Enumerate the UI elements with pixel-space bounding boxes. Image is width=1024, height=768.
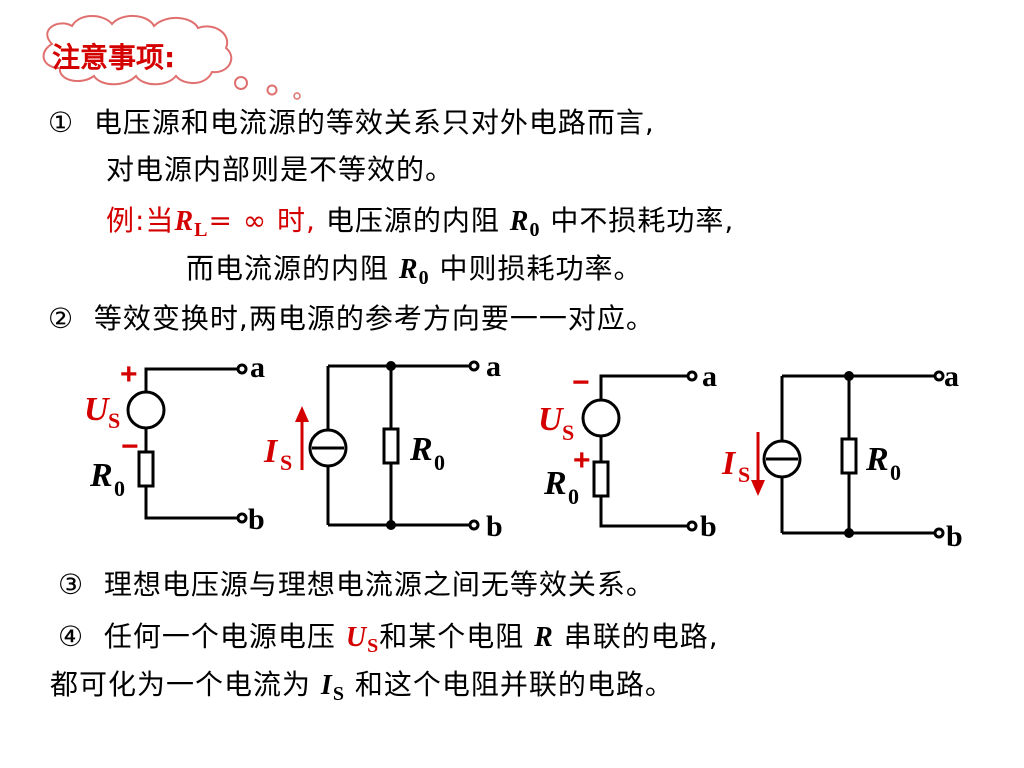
c1-us-sub: S [108,408,120,433]
arrow-up-icon [295,406,309,470]
point-2-text: 等效变换时,两电源的参考方向要一一对应。 [93,302,655,335]
c1-plus: + [120,358,138,391]
c4-is-sub: S [738,462,750,487]
point-4-text-3: 串联的电路, [563,620,719,653]
resistor-icon-3 [592,460,610,498]
us-variable: U [345,622,368,653]
point-2-number: ② [48,302,75,335]
resistor-icon-4 [840,437,858,475]
c3-plus: + [573,444,591,477]
us-subscript: S [367,635,380,657]
circuit-2-current-source [308,360,480,531]
point-1-number: ① [48,106,75,139]
c1-r0-sub: 0 [114,476,125,501]
arrow-down-icon [751,432,765,496]
r0-variable-2: R [398,254,419,285]
is-subscript: S [332,683,345,705]
c2-terminal-a: a [486,350,501,383]
r-variable: R [534,622,554,653]
c3-minus: − [572,366,590,399]
point-4-line-2-b: 和这个电阻并联的电路。 [354,668,674,701]
point-3: ③ 理想电压源与理想电流源之间无等效关系。 [58,568,655,602]
point-3-text: 理想电压源与理想电流源之间无等效关系。 [103,568,655,601]
c4-terminal-b: b [946,520,963,553]
c3-terminal-b: b [700,510,717,543]
c2-is-var: I [263,433,279,470]
c1-terminal-b: b [248,503,265,536]
voltage-source-icon-1 [126,390,166,430]
point-1-text: 电压源和电流源的等效关系只对外电路而言, [93,106,655,139]
point-1-line-1: ① 电压源和电流源的等效关系只对外电路而言, [48,106,655,140]
example-line-2: 而电流源的内阻 R0 中则损耗功率。 [186,252,643,295]
c4-r0-var: R [865,441,889,478]
c2-r0-var: R [409,431,433,468]
r0-variable: R [509,206,530,237]
c2-r0-sub: 0 [434,450,445,475]
circuit-3-voltage-source [581,370,698,532]
c4-r0-sub: 0 [890,460,901,485]
c3-r0-var: R [543,465,567,502]
example-prefix: 例:当 [106,204,175,237]
point-3-number: ③ [58,568,85,601]
is-variable: I [320,670,333,701]
point-1-line-2: 对电源内部则是不等效的。 [106,153,455,186]
c3-terminal-a: a [702,360,717,393]
point-4-line-2: 都可化为一个电流为 IS 和这个电阻并联的电路。 [50,668,674,711]
c1-minus: − [121,430,139,463]
c1-terminal-a: a [250,351,265,384]
resistor-icon-1 [137,450,155,488]
circuit-1-voltage-source [126,363,248,524]
c3-r0-sub: 0 [568,484,579,509]
r0-subscript-2: 0 [418,267,430,289]
r0-subscript: 0 [529,219,541,241]
example-condition: = ∞ 时, [208,204,316,237]
point-4-number: ④ [58,620,85,653]
point-4-line-1: ④ 任何一个电源电压 US和某个电阻 R 串联的电路, [58,620,719,663]
circuit-4-current-source [762,370,945,539]
c4-is-var: I [721,445,737,482]
point-2: ② 等效变换时,两电源的参考方向要一一对应。 [48,302,655,336]
point-4-text-2: 和某个电阻 [379,620,525,653]
example-line-1-tail: 中不损耗功率, [550,204,735,237]
voltage-source-icon-3 [581,398,621,438]
example-line-2-text: 而电流源的内阻 [186,252,390,285]
c2-terminal-b: b [486,510,503,543]
c2-is-sub: S [280,450,292,475]
c3-us-var: U [538,401,565,438]
point-4-line-2-a: 都可化为一个电流为 [50,668,312,701]
rl-subscript: L [194,219,209,241]
c3-us-sub: S [562,420,574,445]
page-title: 注意事项: [52,41,176,74]
example-line-1-text: 电压源的内阻 [325,204,500,237]
c1-r0-var: R [89,457,113,494]
rl-variable: R [174,206,195,237]
example-line-2-tail: 中则损耗功率。 [439,252,643,285]
resistor-icon-2 [382,427,400,465]
example-line-1: 例:当RL= ∞ 时, 电压源的内阻 R0 中不损耗功率, [106,204,734,247]
point-4-text-1: 任何一个电源电压 [103,620,336,653]
c1-us-var: U [84,391,111,428]
c4-terminal-a: a [944,360,959,393]
